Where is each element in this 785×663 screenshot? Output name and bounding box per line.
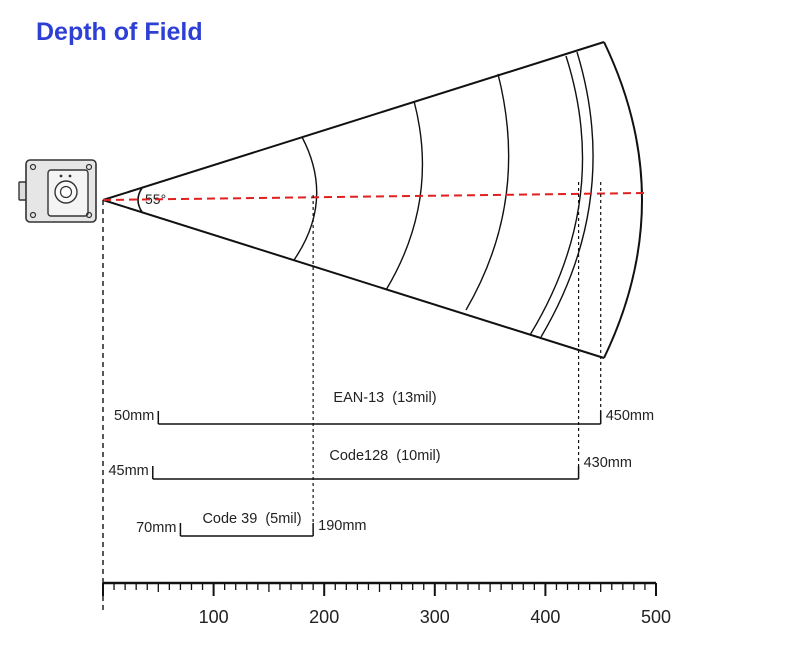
page-title: Depth of Field [36,18,203,46]
scale-tick-label: 300 [420,607,450,627]
range-near-label: 50mm [114,408,154,424]
range-symbology-label: Code128 (10mil) [329,448,440,464]
range-symbology-label: Code 39 (5mil) [202,511,301,527]
scanner-device-icon [18,159,97,223]
beam-center-line [102,192,646,201]
range-near-label: 70mm [136,520,176,536]
range-symbology-label: EAN-13 (13mil) [333,390,436,406]
angle-arc [137,187,143,213]
distance-scale: 100 200 300 400 500 [102,581,671,627]
scale-tick-label: 200 [309,607,339,627]
scale-tick-label: 400 [530,607,560,627]
range-far-label: 450mm [606,408,654,424]
scale-tick-label: 100 [199,607,229,627]
field-of-view-cone [102,41,643,359]
range-bars: 50mm 450mm EAN-13 (13mil) 45mm 430mm Code128 … [108,182,654,537]
range-near-label: 45mm [108,463,148,479]
scale-tick-label: 500 [641,607,671,627]
range-far-label: 430mm [584,455,632,471]
range-far-label: 190mm [318,518,366,534]
